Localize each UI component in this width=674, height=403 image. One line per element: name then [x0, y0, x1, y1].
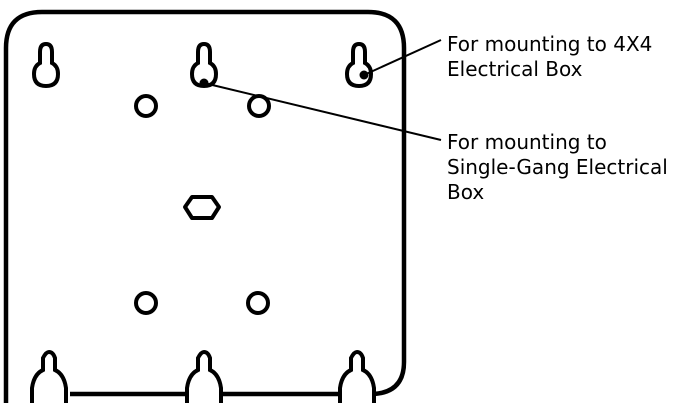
keyhole-slot-bottom-center: [185, 349, 223, 403]
screw-hole-lower-left: [134, 291, 158, 315]
callout-label-4x4: For mounting to 4X4 Electrical Box: [447, 32, 652, 82]
callout-label-4x4-line-1: For mounting to 4X4: [447, 32, 653, 56]
callout-label-single-gang-line-2: Single-Gang Electrical: [447, 155, 668, 179]
callout-label-single-gang-line-3: Box: [447, 180, 485, 204]
callout-label-single-gang-line-1: For mounting to: [447, 130, 607, 154]
screw-hole-upper-left: [134, 94, 158, 118]
screw-hole-lower-right: [246, 291, 270, 315]
callout-label-single-gang: For mounting to Single-Gang Electrical B…: [447, 130, 668, 205]
callout-label-4x4-line-2: Electrical Box: [447, 57, 583, 81]
keyhole-slot-top-center: [189, 41, 219, 89]
screw-hole-upper-right: [247, 94, 271, 118]
mounting-plate-outline: [3, 9, 407, 403]
keyhole-slot-bottom-left: [30, 349, 68, 403]
leader-line-4x4: [363, 39, 442, 76]
center-oval-opening: [183, 195, 221, 220]
keyhole-slot-top-right: [344, 41, 374, 89]
keyhole-slot-top-left: [31, 41, 61, 89]
keyhole-slot-bottom-right: [338, 349, 376, 403]
leader-line-single-gang: [203, 82, 442, 141]
